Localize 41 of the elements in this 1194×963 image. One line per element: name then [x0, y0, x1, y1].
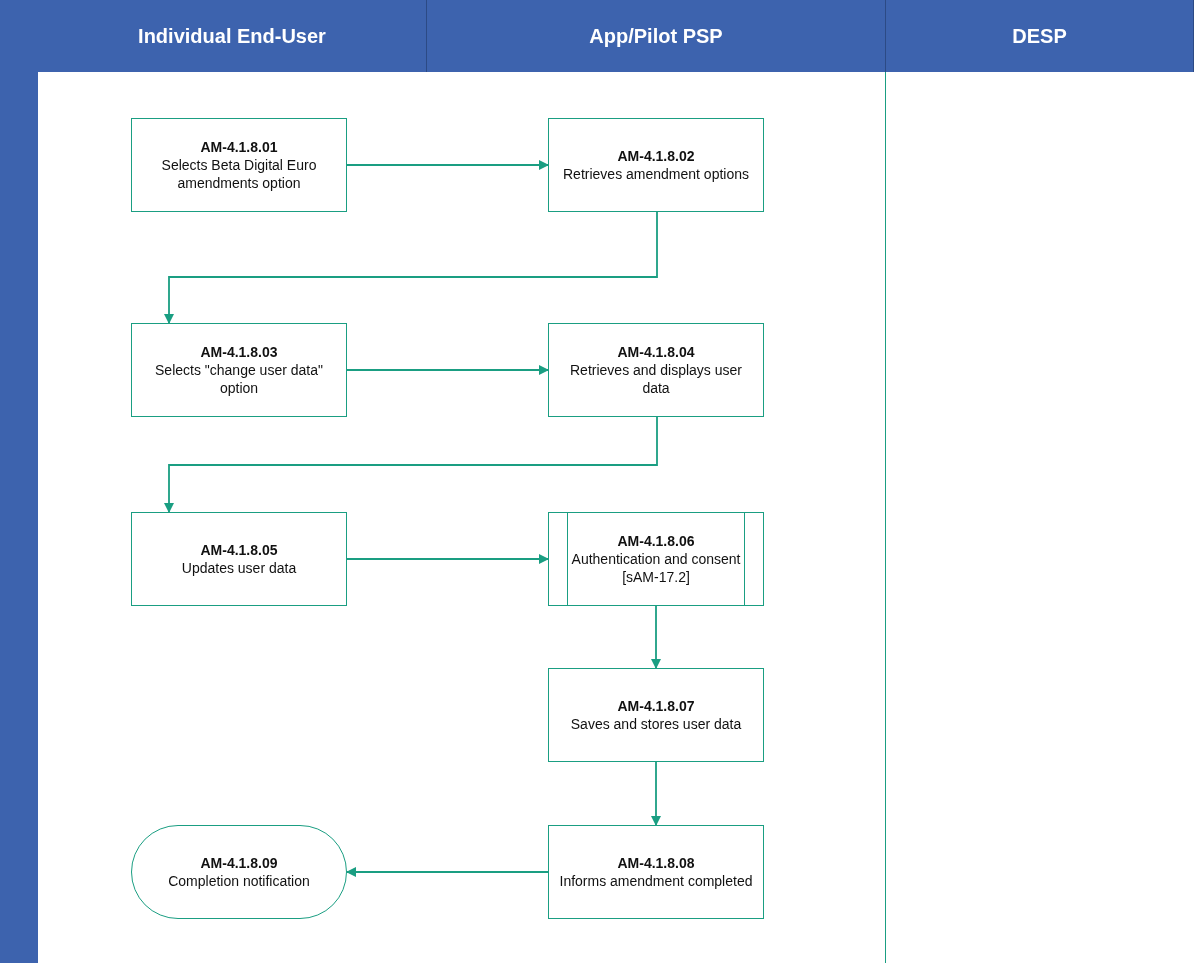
step-text: Selects Beta Digital Euro amendments option: [160, 155, 318, 193]
step-text: Saves and stores user data: [570, 715, 742, 734]
step-text: Selects "change user data" option: [154, 360, 324, 398]
arrow: [651, 761, 661, 826]
step-text: Retrieves and displays user data: [569, 360, 743, 398]
step-text: [sAM-17.2]: [622, 568, 690, 587]
swimlane: [0, 0, 427, 963]
arrow: [164, 416, 658, 513]
process-box: [131, 323, 347, 417]
process-box: [548, 668, 764, 762]
arrow: [346, 867, 549, 877]
step-text: Updates user data: [181, 559, 297, 578]
step-id: AM-4.1.8.05: [200, 540, 278, 559]
arrow: [651, 605, 661, 669]
process-box: [131, 118, 347, 212]
lane-header: App/Pilot PSP: [427, 0, 886, 72]
step-id: AM-4.1.8.09: [200, 853, 278, 872]
step-id: AM-4.1.8.02: [617, 146, 695, 165]
step-id: AM-4.1.8.04: [617, 342, 695, 361]
step-id: AM-4.1.8.06: [617, 531, 695, 550]
step-id: AM-4.1.8.01: [200, 137, 278, 156]
arrow: [164, 211, 658, 324]
process-box: [131, 512, 347, 606]
step-id: AM-4.1.8.03: [200, 342, 278, 361]
step-text: Authentication and consent: [571, 549, 741, 569]
lane-header: Individual End-User: [38, 0, 427, 72]
arrow: [346, 160, 549, 170]
arrow: [346, 365, 549, 375]
process-box: [548, 323, 764, 417]
step-text: Informs amendment completed: [559, 872, 753, 891]
step-id: AM-4.1.8.07: [617, 696, 695, 715]
process-box: [548, 118, 764, 212]
swimlane: [886, 0, 1194, 963]
lane-header: DESP: [886, 0, 1194, 72]
step-id: AM-4.1.8.08: [617, 853, 695, 872]
arrow: [346, 554, 549, 564]
swimlane: [427, 0, 886, 963]
process-box: [548, 825, 764, 919]
step-text: Completion notification: [168, 872, 310, 891]
subprocess-box: [548, 512, 764, 606]
step-text: Retrieves amendment options: [563, 165, 749, 184]
